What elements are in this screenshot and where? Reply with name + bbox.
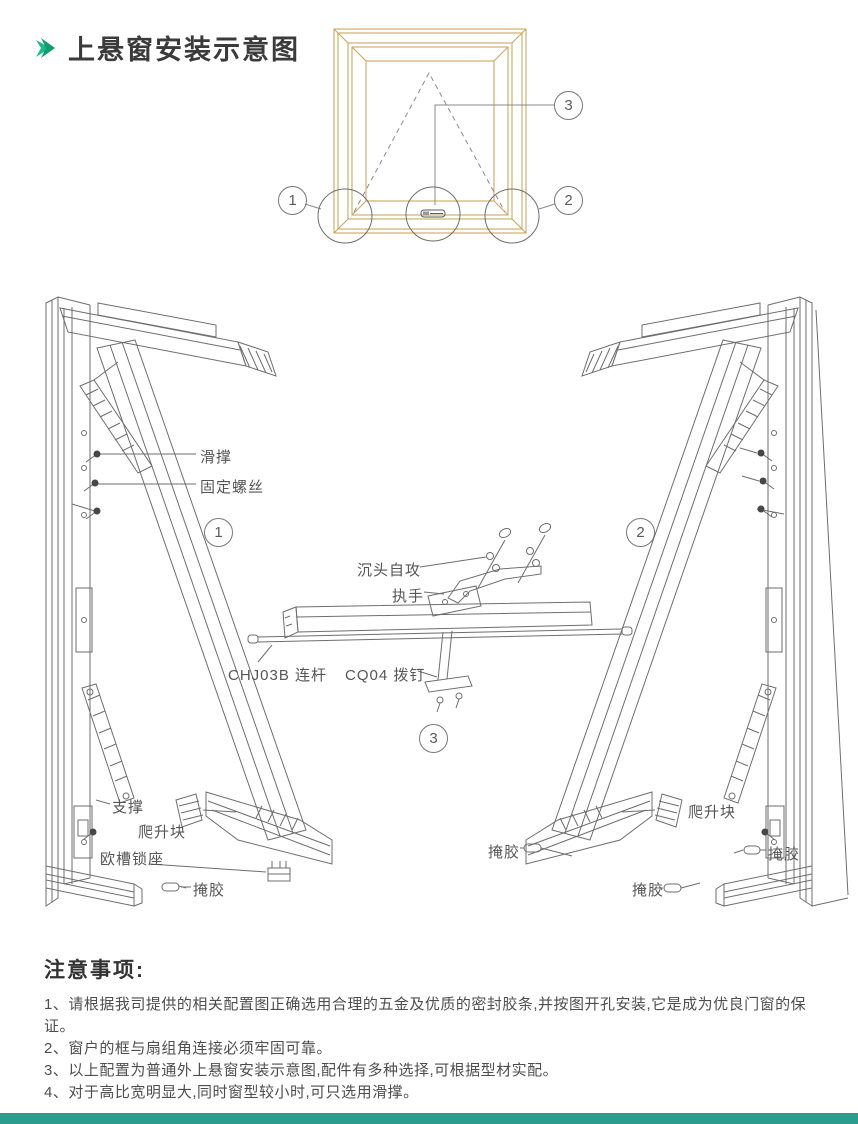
footer-accent-bar [0,1113,858,1124]
callout-3-assembly: 3 [419,724,448,753]
label-connecting-rod: CHJ03B 连杆 [228,667,328,684]
note-item-3: 3、以上配置为普通外上悬窗安装示意图,配件有多种选择,可根据型材实配。 [44,1062,559,1079]
label-cover-left: 掩胶 [193,882,226,899]
label-climb-block-left: 爬升块 [138,824,187,841]
callout-1-top: 1 [278,186,307,215]
callout-1-assembly: 1 [204,518,233,547]
note-item-1: 1、请根据我司提供的相关配置图正确选用合理的五金及优质的密封胶条,并按图开孔安装… [44,996,807,1035]
callout-3-top: 3 [554,91,583,120]
label-countersunk-screw: 沉头自攻 [357,562,422,579]
label-handle: 执手 [392,588,425,605]
label-support: 支撑 [112,799,145,816]
label-climb-block-right: 爬升块 [688,804,737,821]
label-slide-stay: 滑撑 [200,449,233,466]
callout-2-assembly: 2 [626,518,655,547]
green-chevron-icon [36,37,55,58]
page-header: 上悬窗安装示意图 [34,28,300,67]
callout-2-top: 2 [554,186,583,215]
note-item-4: 4、对于高比宽明显大,同时窗型较小时,可只选用滑撑。 [44,1084,419,1101]
label-cover-right-outer: 掩胶 [768,846,801,863]
label-cover-right-inner: 掩胶 [488,844,521,861]
page-title: 上悬窗安装示意图 [68,35,300,65]
label-euro-groove-lock: 欧槽锁座 [100,851,165,868]
label-cover-right-bottom: 掩胶 [632,882,665,899]
notes-heading: 注意事项: [44,959,145,982]
label-pin: CQ04 拨钉 [345,667,426,684]
note-item-2: 2、窗户的框与扇组角连接必须牢固可靠。 [44,1040,332,1057]
label-fixing-screw: 固定螺丝 [200,479,265,496]
notes-section: 注意事项: 1、请根据我司提供的相关配置图正确选用合理的五金及优质的密封胶条,并… [44,954,834,1104]
